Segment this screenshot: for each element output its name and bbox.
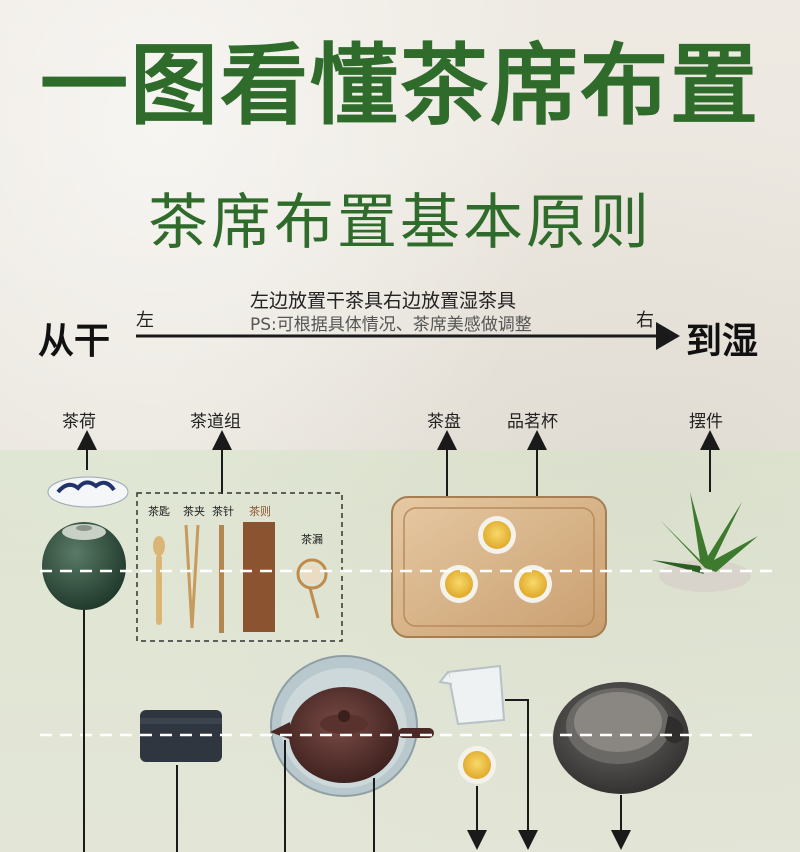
single-cup-icon: [458, 746, 496, 784]
dry-label: 从干: [38, 321, 111, 362]
layout-guide-lines: [40, 569, 780, 737]
label-ornament: 摆件: [689, 412, 723, 432]
tea-tools-box: [136, 492, 343, 642]
fair-cup-icon: [438, 664, 506, 726]
label-tea-he: 茶荷: [62, 412, 96, 432]
dry-to-wet-arrow: [136, 322, 680, 350]
page-subtitle: 茶席布置基本原则: [148, 188, 652, 258]
label-strainer: 茶漏: [301, 533, 323, 546]
principle-note: 左边放置干茶具右边放置湿茶具: [250, 290, 517, 312]
water-basin-icon: [553, 682, 689, 794]
tea-he-icon: [47, 476, 129, 508]
label-clip: 茶夹: [183, 505, 205, 518]
ps-note: PS:可根据具体情况、茶席美感做调整: [250, 315, 532, 335]
label-tea-tools: 茶道组: [190, 412, 241, 432]
teapot-icon: [270, 655, 434, 797]
ornament-icon: [652, 492, 758, 592]
label-tea-tray: 茶盘: [427, 412, 461, 432]
left-label: 左: [136, 310, 154, 331]
bottom-arrows: [83, 610, 631, 852]
right-label: 右: [636, 310, 654, 331]
label-needle: 茶针: [212, 505, 234, 518]
label-tongs: 茶则: [249, 505, 271, 518]
tasting-cups-icon: [440, 516, 552, 603]
tea-tray-icon: [391, 496, 607, 638]
label-tasting-cup: 品茗杯: [507, 412, 558, 432]
tea-tools-icon: [153, 522, 328, 633]
tea-jar-icon: [42, 522, 126, 610]
label-spoon: 茶匙: [148, 505, 170, 518]
page-title: 一图看懂茶席布置: [39, 34, 760, 137]
wet-label: 到湿: [686, 321, 759, 362]
